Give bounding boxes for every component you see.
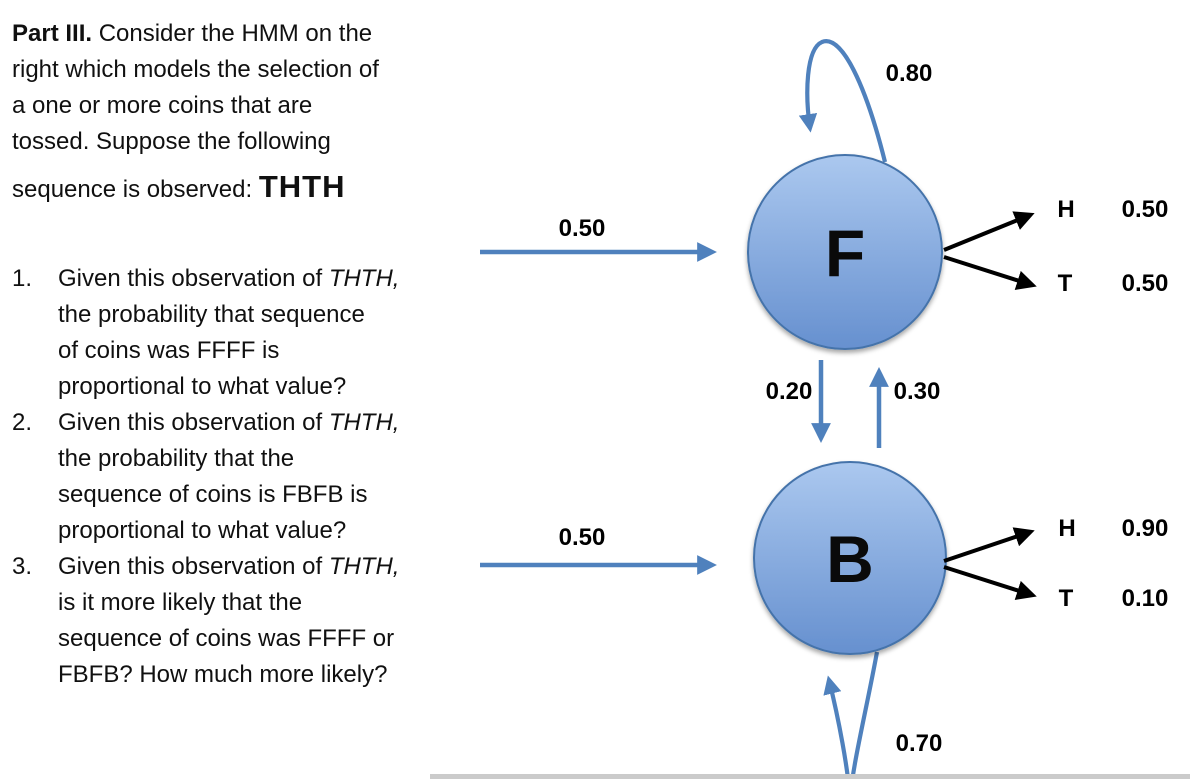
sequence-italic: THTH, xyxy=(328,553,400,580)
state-node-b xyxy=(753,461,947,655)
question-2: 2. Given this observation of THTH, the p… xyxy=(12,405,482,549)
state-label-f: F xyxy=(825,216,865,290)
start-prob-b: 0.50 xyxy=(559,524,606,551)
emission-arrow-f-t xyxy=(943,255,1037,290)
emission-arrow-f-h xyxy=(943,211,1035,252)
intro-line: Part III. Consider the HMM on the xyxy=(12,20,373,47)
transition-f-to-b-prob: 0.20 xyxy=(766,378,813,405)
emission-prob-f-h: 0.50 xyxy=(1122,196,1169,223)
self-loop-f-prob: 0.80 xyxy=(886,60,933,87)
emission-symbol-f-h: H xyxy=(1057,196,1074,223)
problem-text-column: Part III. Consider the HMM on the right … xyxy=(12,16,482,693)
intro-paragraph: Part III. Consider the HMM on the right … xyxy=(12,16,482,211)
emission-symbol-b-h: H xyxy=(1058,515,1075,542)
self-loop-f-arrow xyxy=(798,39,888,163)
transition-b-to-f-prob: 0.30 xyxy=(894,378,941,405)
emission-symbol-b-t: T xyxy=(1059,585,1074,612)
emission-arrow-b-t xyxy=(943,565,1037,600)
emission-prob-f-t: 0.50 xyxy=(1122,270,1169,297)
part-heading: Part III. xyxy=(12,20,93,47)
emission-prob-b-t: 0.10 xyxy=(1122,585,1169,612)
question-number: 1. xyxy=(12,265,33,292)
state-label-b: B xyxy=(826,522,874,596)
sequence-italic: THTH, xyxy=(328,265,400,292)
question-3: 3. Given this observation of THTH, is it… xyxy=(12,549,482,693)
self-loop-b-arrow xyxy=(823,651,880,779)
question-number: 2. xyxy=(12,409,33,436)
emission-prob-b-h: 0.90 xyxy=(1122,515,1169,542)
question-number: 3. xyxy=(12,553,33,580)
intro-line: sequence is observed: THTH xyxy=(12,169,346,204)
intro-line: tossed. Suppose the following xyxy=(12,128,331,155)
question-1: 1. Given this observation of THTH, the p… xyxy=(12,261,482,405)
sequence-italic: THTH, xyxy=(328,409,400,436)
self-loop-b-prob: 0.70 xyxy=(896,730,943,757)
intro-line: a one or more coins that are xyxy=(12,92,313,119)
observed-sequence: THTH xyxy=(258,169,346,204)
window-bottom-edge xyxy=(430,774,1190,779)
state-node-f xyxy=(747,154,943,350)
question-list: 1. Given this observation of THTH, the p… xyxy=(12,261,482,693)
intro-line: right which models the selection of xyxy=(12,56,379,83)
start-prob-f: 0.50 xyxy=(559,215,606,242)
emission-symbol-f-t: T xyxy=(1058,270,1073,297)
emission-arrow-b-h xyxy=(943,527,1035,563)
